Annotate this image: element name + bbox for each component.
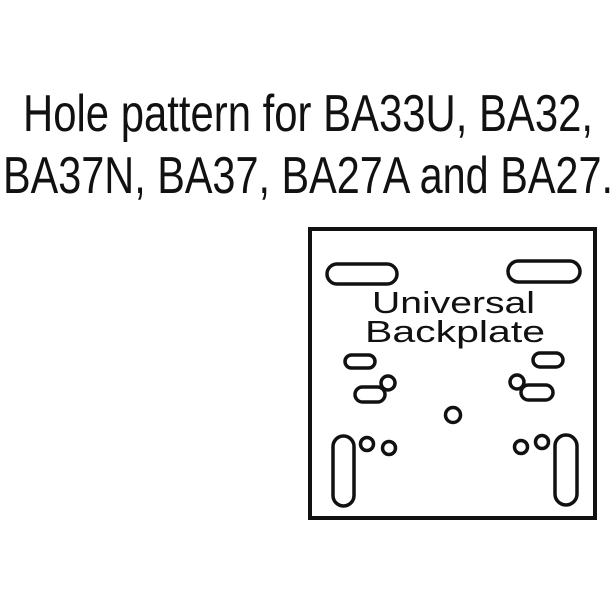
- universal-backplate: Universal Backplate: [308, 227, 597, 520]
- left-upper-small-slot: [343, 353, 377, 370]
- bottom-left-vertical-slot: [331, 434, 356, 508]
- bottom-right-circle-hole-1: [512, 438, 530, 456]
- left-middle-circle-hole: [379, 374, 397, 392]
- bottom-left-circle-hole-1: [358, 435, 376, 453]
- top-right-slot: [506, 259, 582, 284]
- backplate-label-line-2: Backplate: [365, 314, 545, 349]
- right-middle-circle-hole: [508, 373, 526, 391]
- bottom-left-circle-hole-2: [380, 439, 398, 457]
- right-lower-small-slot: [519, 383, 555, 402]
- title-line-1: Hole pattern for BA33U, BA32,: [23, 85, 593, 143]
- backplate-label-line-1: Universal: [372, 285, 535, 320]
- left-lower-small-slot: [353, 385, 387, 404]
- title-line-2: BA37N, BA37, BA27A and BA27.: [3, 147, 613, 205]
- center-circle-hole: [443, 405, 463, 425]
- bottom-right-circle-hole-2: [533, 433, 551, 451]
- backplate-outline: [308, 227, 597, 520]
- bottom-right-vertical-slot: [553, 433, 579, 507]
- right-upper-small-slot: [531, 351, 565, 369]
- top-left-slot: [325, 262, 399, 286]
